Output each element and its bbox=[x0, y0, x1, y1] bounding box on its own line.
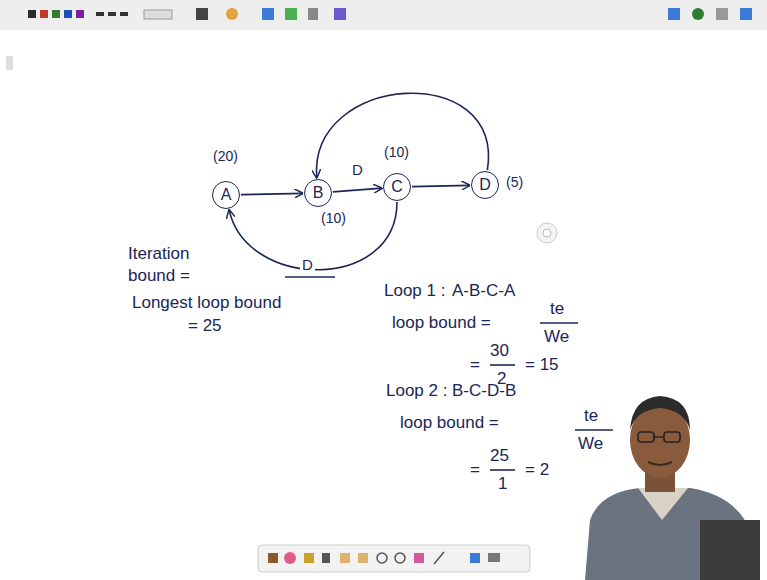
handwritten-note: We bbox=[578, 433, 603, 455]
top-toolbar bbox=[0, 0, 767, 30]
computation-time: (10) bbox=[384, 144, 409, 160]
handwritten-note: Iteration bound = bbox=[128, 243, 218, 287]
handwritten-note: = 15 bbox=[525, 354, 559, 376]
handwritten-note: B-C-D-B bbox=[452, 380, 516, 402]
handwritten-note: We bbox=[544, 326, 569, 348]
lecturer-figure bbox=[585, 396, 760, 580]
handwritten-note: loop bound = bbox=[400, 412, 499, 434]
cursor-ring bbox=[537, 223, 557, 243]
bottom-toolbar bbox=[258, 545, 530, 572]
node-letter: D bbox=[479, 176, 491, 194]
handwritten-note: = bbox=[470, 354, 480, 376]
node-letter: A bbox=[221, 186, 232, 204]
handwritten-note: loop bound = bbox=[392, 312, 491, 334]
handwritten-note: 1 bbox=[498, 473, 507, 495]
handwritten-note: 25 bbox=[490, 445, 509, 467]
handwritten-note: A-B-C-A bbox=[452, 280, 515, 302]
node-letter: C bbox=[391, 178, 403, 196]
handwritten-note: = 25 bbox=[188, 315, 222, 337]
handwritten-note: te bbox=[550, 298, 564, 320]
handwritten-note: Loop 1 : bbox=[384, 280, 445, 302]
bottom-toolbar-icons bbox=[268, 552, 500, 564]
computation-time: (10) bbox=[321, 210, 346, 226]
graph-node: D(5) bbox=[471, 171, 499, 199]
handwritten-note: = bbox=[470, 459, 480, 481]
handwritten-note: = 2 bbox=[525, 459, 549, 481]
edge-arrow bbox=[316, 93, 488, 178]
graph-node: A(20) bbox=[212, 181, 240, 209]
handwritten-note: te bbox=[584, 405, 598, 427]
node-letter: B bbox=[313, 184, 324, 202]
edge-arrow bbox=[412, 185, 470, 186]
handwritten-note: Loop 2 : bbox=[386, 380, 447, 402]
toolbar-icons bbox=[28, 8, 752, 20]
handwritten-note: Longest loop bound bbox=[132, 292, 281, 314]
edge-arrow bbox=[241, 193, 303, 194]
computation-time: (20) bbox=[213, 148, 238, 164]
delay-label: D bbox=[350, 161, 365, 179]
fraction-bars bbox=[285, 277, 613, 470]
graph-node: B(10) bbox=[304, 179, 332, 207]
side-marker bbox=[6, 56, 13, 70]
graph-node: C(10) bbox=[383, 173, 411, 201]
delay-label: D bbox=[300, 256, 315, 274]
computation-time: (5) bbox=[506, 174, 523, 190]
edge-arrow bbox=[333, 188, 382, 192]
handwritten-note: 30 bbox=[490, 340, 509, 362]
